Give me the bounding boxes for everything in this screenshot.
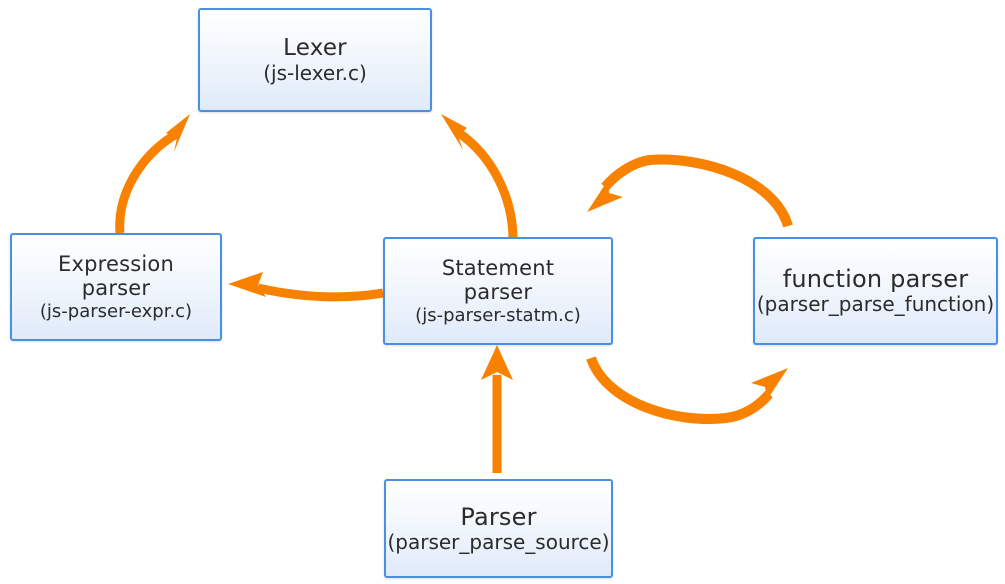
edge-parser-to-statement [481, 345, 513, 473]
node-statement-parser-title-line2: parser [463, 280, 533, 305]
node-function-parser-subtitle: (parser_parse_function) [756, 292, 995, 317]
node-function-parser[interactable]: function parser (parser_parse_function) [753, 237, 998, 345]
node-lexer-subtitle: (js-lexer.c) [263, 60, 367, 85]
node-function-parser-title: function parser [782, 265, 969, 294]
node-statement-parser-title-line1: Statement [441, 255, 555, 280]
edge-function-to-statement [587, 154, 793, 228]
node-statement-parser[interactable]: Statement parser (js-parser-statm.c) [383, 237, 613, 345]
node-expression-parser-subtitle: (js-parser-expr.c) [39, 301, 193, 323]
node-lexer-title: Lexer [283, 34, 347, 61]
edge-statement-to-lexer [441, 114, 518, 238]
edge-statement-to-expression [228, 272, 384, 302]
node-expression-parser-title-line1: Expression [58, 251, 174, 276]
node-parser[interactable]: Parser (parser_parse_source) [384, 479, 613, 578]
node-lexer[interactable]: Lexer (js-lexer.c) [198, 8, 432, 112]
edge-statement-to-function [586, 356, 788, 424]
node-parser-subtitle: (parser_parse_source) [387, 529, 610, 554]
node-parser-title: Parser [460, 502, 537, 531]
node-expression-parser[interactable]: Expression parser (js-parser-expr.c) [10, 233, 222, 341]
node-expression-parser-title-line2: parser [81, 276, 151, 301]
edge-expression-to-lexer [115, 114, 190, 234]
node-statement-parser-subtitle: (js-parser-statm.c) [415, 305, 581, 327]
